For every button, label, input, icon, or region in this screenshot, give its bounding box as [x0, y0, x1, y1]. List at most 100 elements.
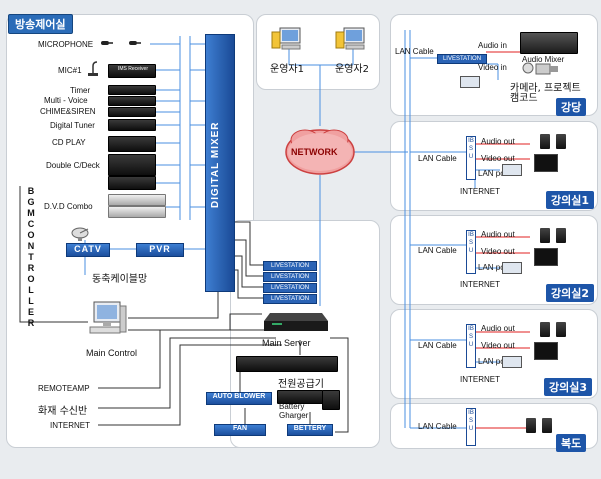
classroom1-room-tag: 강의실1 [546, 191, 595, 209]
main-control-label: Main Control [86, 348, 138, 358]
classroom2-speaker-left-icon [540, 228, 550, 243]
multi-voice-device [108, 96, 156, 106]
classroom2-room-tag: 강의실2 [546, 284, 595, 302]
dvd-combo-device [108, 194, 166, 206]
classroom2-tv-icon [534, 248, 558, 266]
classroom3-speaker-right-icon [556, 322, 566, 337]
classroom2-internet: INTERNET [460, 280, 500, 289]
timer-label: Timer [70, 86, 91, 95]
operator1-computer-icon [270, 26, 304, 54]
main-server-label: Main Server [262, 338, 311, 348]
microphone-label: MICROPHONE [38, 40, 94, 49]
fan-box: FAN [214, 424, 266, 436]
audio-mixer-device [520, 32, 578, 54]
power-supply-device [236, 356, 338, 372]
classroom3-speaker-left-icon [540, 322, 550, 337]
classroom3-audio-out: Audio out [481, 324, 515, 333]
double-cdeck-device [108, 154, 156, 176]
battery-charger-device [277, 390, 323, 404]
hallway-room-tag: 복도 [556, 434, 587, 452]
catv-box: CATV [66, 243, 110, 257]
classroom3-video-out: Video out [481, 341, 515, 350]
cdeck-device-2 [108, 176, 156, 190]
operators-panel [256, 14, 380, 90]
control-room-title: 방송제어실 [8, 14, 73, 34]
classroom1-tv-icon [534, 154, 558, 172]
hallway-lan-cable: LAN Cable [418, 422, 457, 431]
network-label: NETWORK [291, 147, 338, 157]
classroom1-speaker-right-icon [556, 134, 566, 149]
classroom1-audio-out: Audio out [481, 137, 515, 146]
operator1-label: 운영자1 [270, 64, 304, 75]
classroom2-ibsu: IBSU [466, 230, 476, 274]
main-control-computer-icon [88, 300, 128, 340]
network-cloud [285, 129, 355, 175]
microphone-icon-2 [128, 37, 142, 49]
double-cdeck-label: Double C/Deck [46, 161, 100, 170]
livestation-4: LIVESTATION [263, 294, 317, 304]
digital-tuner-device [108, 119, 156, 131]
operator2-label: 운영자2 [335, 64, 369, 75]
multi-voice-label: Multi - Voice [44, 96, 88, 105]
auditorium-room-tag: 강당 [556, 98, 587, 116]
audio-in-label: Audio in [478, 41, 507, 50]
hallway-ibsu: IBSU [466, 408, 476, 446]
receiver-label: IMS Receiver [118, 66, 149, 72]
classroom3-lan-cable: LAN Cable [418, 341, 457, 350]
power-supply-label: 전원공급기 [278, 379, 324, 390]
remoteamp-label: REMOTEAMP [38, 384, 90, 393]
classroom3-internet: INTERNET [460, 375, 500, 384]
audio-mixer-label: Audio Mixer [522, 55, 565, 64]
classroom3-ibsu: IBSU [466, 324, 476, 368]
classroom1-laptop-icon [502, 164, 522, 176]
livestation-1: LIVESTATION [263, 261, 317, 271]
classroom1-lan-port: LAN port [478, 169, 510, 178]
cd-play-device [108, 136, 156, 152]
classroom1-internet: INTERNET [460, 187, 500, 196]
auditorium-lan-cable: LAN Cable [395, 47, 434, 56]
cd-play-label: CD PLAY [52, 138, 86, 147]
classroom2-lan-cable: LAN Cable [418, 246, 457, 255]
classroom1-lan-cable: LAN Cable [418, 154, 457, 163]
classroom3-laptop-icon [502, 356, 522, 368]
classroom2-video-out: Video out [481, 247, 515, 256]
classroom1-video-out: Video out [481, 154, 515, 163]
dvd-combo-device-2 [108, 206, 166, 218]
dvd-combo-label: D.V.D Combo [44, 202, 93, 211]
control-internet-label: INTERNET [50, 421, 90, 430]
video-in-label: Video in [478, 63, 507, 72]
classroom2-lan-port: LAN port [478, 263, 510, 272]
digital-tuner-label: Digital Tuner [50, 121, 95, 130]
livestation-3: LIVESTATION [263, 283, 317, 293]
classroom2-speaker-right-icon [556, 228, 566, 243]
timer-device [108, 85, 156, 95]
power-supply-device-2 [322, 390, 340, 410]
auditorium-livestation: LIVESTATION [437, 54, 487, 64]
cable-network-label: 동축케이블망 [92, 274, 148, 285]
chime-siren-device [108, 107, 156, 117]
auditorium-laptop-icon [460, 76, 480, 88]
auto-blower-box: AUTO BLOWER [206, 392, 272, 405]
classroom1-ibsu: IBSU [466, 136, 476, 180]
control-room-lower-panel [230, 220, 380, 448]
pvr-box: PVR [136, 243, 184, 257]
classroom3-lan-port: LAN port [478, 357, 510, 366]
battery-box: BETTERY [287, 424, 333, 436]
camera-projector-label: 카메라, 프로젝트 캠코드 [510, 83, 581, 104]
bgm-controller-label: BGMCONTROLLER [26, 186, 36, 329]
gooseneck-mic-icon [86, 60, 100, 76]
classroom1-speaker-left-icon [540, 134, 550, 149]
mic1-label: MIC#1 [58, 66, 82, 75]
livestation-2: LIVESTATION [263, 272, 317, 282]
digital-mixer-bar [205, 34, 235, 292]
chime-siren-label: CHIME&SIREN [40, 107, 96, 116]
battery-charger-label: Battery Gharger [279, 402, 309, 420]
microphone-icon [100, 37, 114, 49]
digital-mixer-label: DIGITAL MIXER [210, 121, 221, 209]
operator2-computer-icon [334, 26, 368, 54]
classroom3-tv-icon [534, 342, 558, 360]
main-server-icon [262, 305, 330, 335]
hallway-speaker-right-icon [542, 418, 552, 433]
hallway-speaker-left-icon [526, 418, 536, 433]
